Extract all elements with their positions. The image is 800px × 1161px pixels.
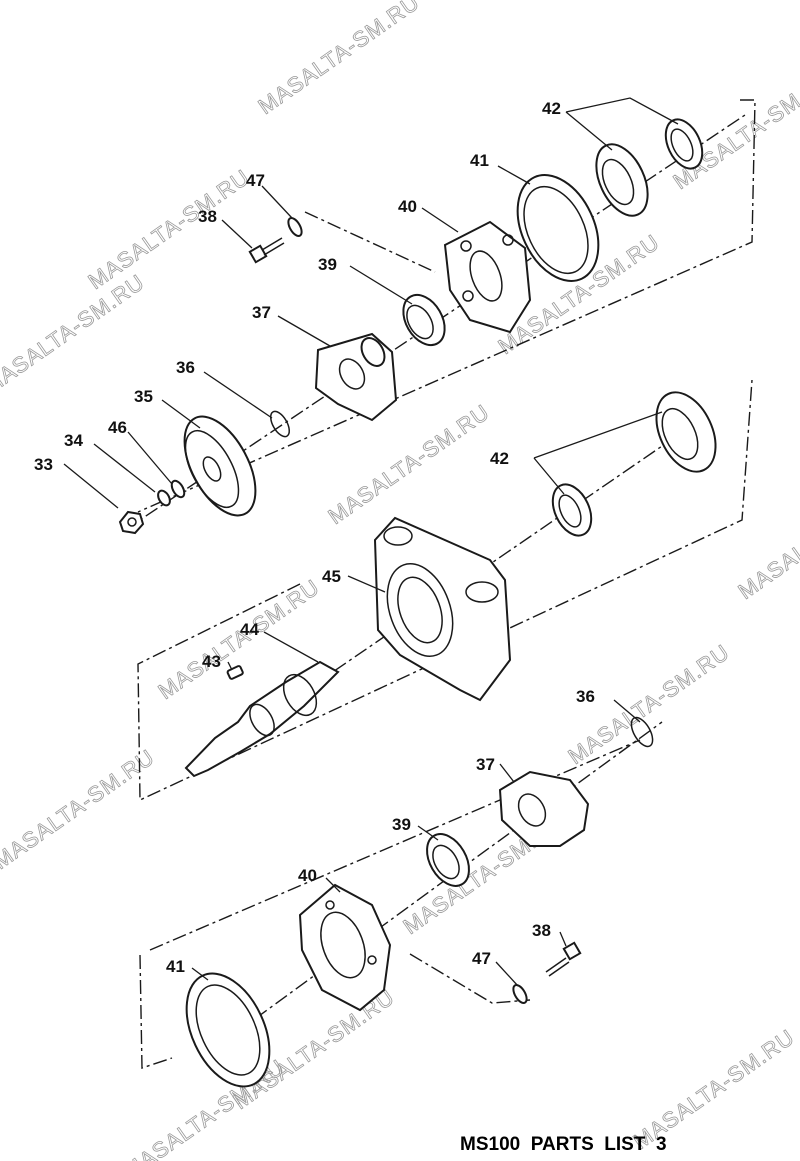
watermark: MASALTA-SM.RU: [324, 399, 495, 529]
part-36-snap-ring: [269, 410, 291, 438]
part-35-hub: [183, 415, 257, 517]
part-47-washer: [287, 216, 303, 238]
label-part-38: 38: [198, 207, 217, 226]
part-33-nut: [118, 510, 145, 535]
label-part-42: 42: [542, 99, 561, 118]
part-39-seal-lower: [426, 833, 470, 887]
top-assembly: [118, 99, 756, 535]
part-41-gasket: [516, 174, 600, 282]
label-part-36: 36: [176, 358, 195, 377]
label-part-37: 37: [252, 303, 271, 322]
part-42-bearing-middle-small: [551, 483, 593, 537]
bottom-assembly-axis: [214, 721, 663, 1049]
label-part-34: 34: [64, 431, 83, 450]
part-38-bolt-lower: [545, 941, 582, 977]
part-39-seal: [402, 293, 446, 347]
part-42-bearing-large: [595, 143, 649, 217]
watermark: MASALTA-SM.RU: [0, 744, 159, 874]
part-36-snap-ring-lower: [630, 716, 654, 748]
bottom-assembly: [139, 716, 663, 1088]
part-46-washer: [170, 479, 186, 499]
top-assembly-frame: [137, 99, 756, 513]
label-part-39: 39: [318, 255, 337, 274]
label-part-43: 43: [202, 652, 221, 671]
label-part-37-lower: 37: [476, 755, 495, 774]
label-part-38-lower: 38: [532, 921, 551, 940]
part-labels: 33 34 46 35 36 37 38 47 39 40 41 42 42 4…: [34, 99, 595, 976]
part-37-cam: [314, 332, 398, 422]
label-part-40-lower: 40: [298, 866, 317, 885]
watermark: MASALTA-SM.RU: [0, 269, 149, 399]
watermark: MASALTA-SM.RU: [254, 0, 425, 119]
label-part-44: 44: [240, 620, 259, 639]
part-45-housing: [373, 516, 512, 702]
label-part-41-lower: 41: [166, 957, 185, 976]
label-part-47: 47: [246, 171, 265, 190]
part-37-cam-lower: [498, 770, 590, 847]
label-part-46: 46: [108, 418, 127, 437]
part-34-washer: [157, 489, 171, 507]
label-part-36-lower: 36: [576, 687, 595, 706]
diagram-caption: MS100 PARTS LIST 3: [460, 1134, 667, 1155]
part-40-flange-lower: [298, 883, 392, 1012]
part-38-bolt: [248, 237, 285, 264]
middle-assembly: [137, 379, 753, 802]
part-44-shaft: [184, 660, 340, 778]
label-part-33: 33: [34, 455, 53, 474]
bottom-assembly-frame: [139, 739, 641, 1069]
label-part-39-lower: 39: [392, 815, 411, 834]
label-part-40: 40: [398, 197, 417, 216]
part-43-key: [226, 665, 244, 680]
middle-assembly-frame: [137, 379, 753, 802]
watermark: MASALTA-SM.RU: [84, 164, 255, 294]
label-part-47-lower: 47: [472, 949, 491, 968]
part-42-bearing-middle-large: [655, 391, 717, 473]
label-part-41: 41: [470, 151, 489, 170]
part-40-flange: [443, 220, 532, 334]
label-part-45: 45: [322, 567, 341, 586]
part-47-washer-lower: [512, 983, 528, 1005]
label-part-35: 35: [134, 387, 153, 406]
leader-lines: [63, 97, 679, 987]
part-42-bearing-small: [664, 118, 704, 170]
label-part-42-middle: 42: [490, 449, 509, 468]
